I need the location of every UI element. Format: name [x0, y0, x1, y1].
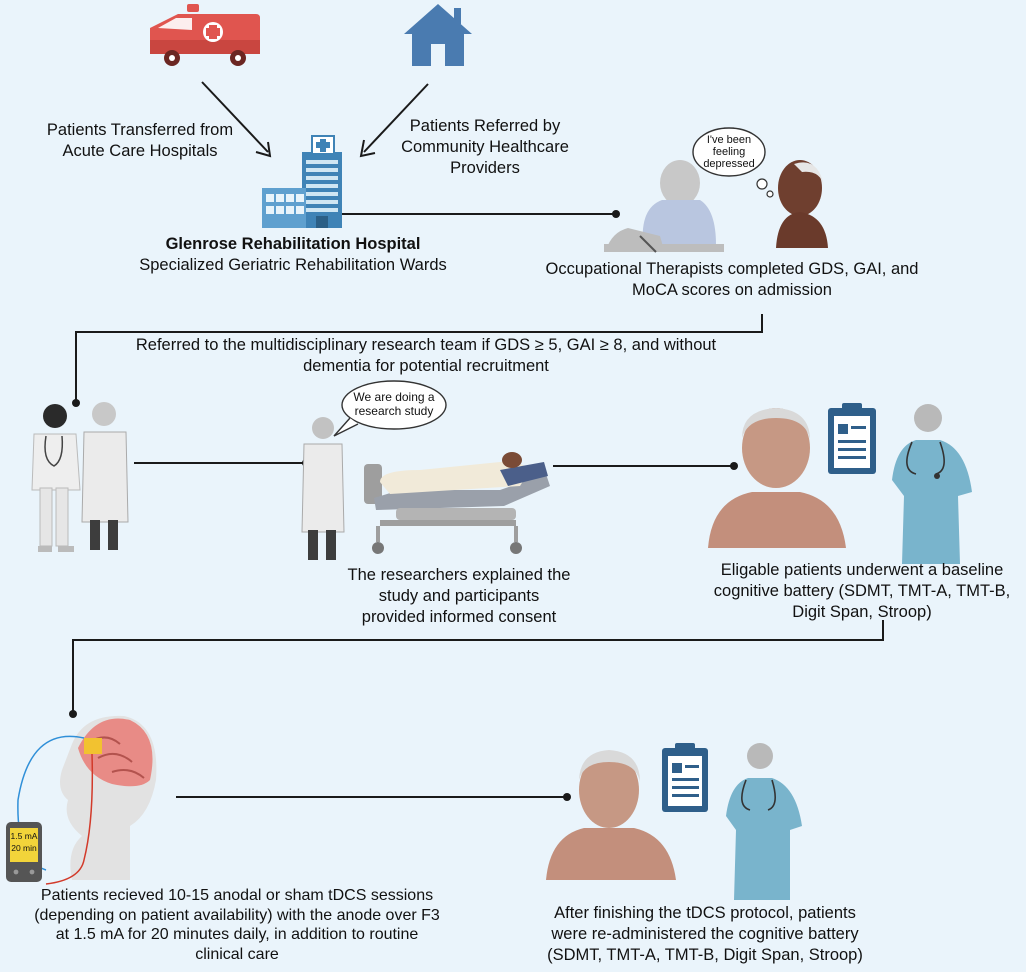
arrowhead-ambulance [255, 141, 272, 158]
clinician-figure-post [726, 743, 802, 900]
thought-line-1: I've been [706, 134, 752, 146]
consent-label: The researchers explained the study and … [318, 565, 600, 628]
thought-bubble [692, 127, 774, 198]
transferred-line-2: Acute Care Hospitals [62, 142, 218, 160]
transferred-line-1: Patients Transferred from [46, 121, 234, 139]
referred-label: Patients Referred by Community Healthcar… [380, 116, 590, 179]
speech-bubble-text: We are doing a research study [346, 390, 442, 418]
consent-line-3: provided informed consent [361, 608, 557, 626]
ot-line-2: MoCA scores on admission [632, 281, 832, 299]
ambulance-icon [150, 4, 260, 66]
researcher-figure [301, 417, 345, 560]
hospital-bed-icon [364, 452, 550, 554]
post-label: After finishing the tDCS protocol, patie… [520, 903, 890, 966]
thought-bubble-text: I've been feeling depressed [694, 134, 764, 170]
ot-line-1: Occupational Therapists completed GDS, G… [545, 260, 919, 278]
connector-ot-team [75, 314, 763, 402]
referred-line-2: Community Healthcare [401, 138, 569, 156]
referred-line-1: Patients Referred by [409, 117, 561, 135]
baseline-label: Eligable patients underwent a baseline c… [700, 560, 1024, 623]
consent-line-1: The researchers explained the [347, 566, 571, 584]
referral-line-1: Referred to the multidisciplinary resear… [135, 336, 717, 354]
baseline-line-1: Eligable patients underwent a baseline [720, 561, 1004, 579]
hospital-icon [262, 135, 342, 228]
baseline-line-3: Digit Span, Stroop) [792, 603, 932, 621]
arrow-from-house [363, 83, 429, 153]
tdcs-line-1: Patients recieved 10-15 anodal or sham t… [40, 887, 434, 904]
tdcs-head-figure [60, 715, 157, 880]
tdcs-line-2: (depending on patient availability) with… [34, 906, 440, 924]
tdcs-device-display: 1.5 mA 20 min [10, 830, 38, 854]
hospital-label: Glenrose Rehabilitation Hospital Special… [110, 234, 476, 276]
thought-line-2: feeling [712, 146, 746, 158]
transferred-label: Patients Transferred from Acute Care Hos… [20, 120, 260, 162]
speech-line-2: research study [354, 404, 434, 418]
baseline-patient-figure [708, 408, 846, 548]
tdcs-line-3: at 1.5 mA for 20 minutes daily, in addit… [55, 926, 419, 943]
clipboard-icon-post [662, 743, 708, 812]
consent-line-2: study and participants [378, 587, 540, 605]
ot-label: Occupational Therapists completed GDS, G… [520, 259, 944, 301]
speech-line-1: We are doing a [353, 390, 435, 404]
post-line-1: After finishing the tDCS protocol, patie… [554, 904, 856, 922]
thought-line-3: depressed [703, 158, 755, 170]
connector-lines [72, 81, 884, 798]
device-current: 1.5 mA [10, 831, 38, 841]
post-line-2: were re-administered the cognitive batte… [551, 925, 859, 943]
baseline-line-2: cognitive battery (SDMT, TMT-A, TMT-B, [713, 582, 1011, 600]
speech-bubble [333, 380, 447, 437]
referral-label: Referred to the multidisciplinary resear… [96, 335, 756, 377]
arrowhead-house [359, 139, 376, 158]
clipboard-icon [828, 403, 876, 474]
hospital-name: Glenrose Rehabilitation Hospital [165, 235, 421, 253]
tdcs-label: Patients recieved 10-15 anodal or sham t… [2, 886, 472, 964]
research-team-figures [31, 402, 129, 552]
tdcs-line-4: clinical care [195, 945, 279, 963]
depressed-patient-figure [776, 160, 828, 248]
referral-line-2: dementia for potential recruitment [303, 357, 549, 375]
clinician-figure [892, 404, 972, 564]
occupational-therapist-figure [604, 160, 724, 253]
device-duration: 20 min [11, 843, 37, 853]
post-patient-figure [546, 750, 676, 880]
post-line-3: (SDMT, TMT-A, TMT-B, Digit Span, Stroop) [547, 946, 863, 964]
house-icon [404, 4, 472, 66]
hospital-subtitle: Specialized Geriatric Rehabilitation War… [139, 256, 447, 274]
arrow-from-ambulance [201, 81, 269, 153]
connector-baseline-tdcs [72, 620, 884, 714]
referred-line-3: Providers [450, 159, 520, 177]
tdcs-device-icon [6, 822, 42, 882]
